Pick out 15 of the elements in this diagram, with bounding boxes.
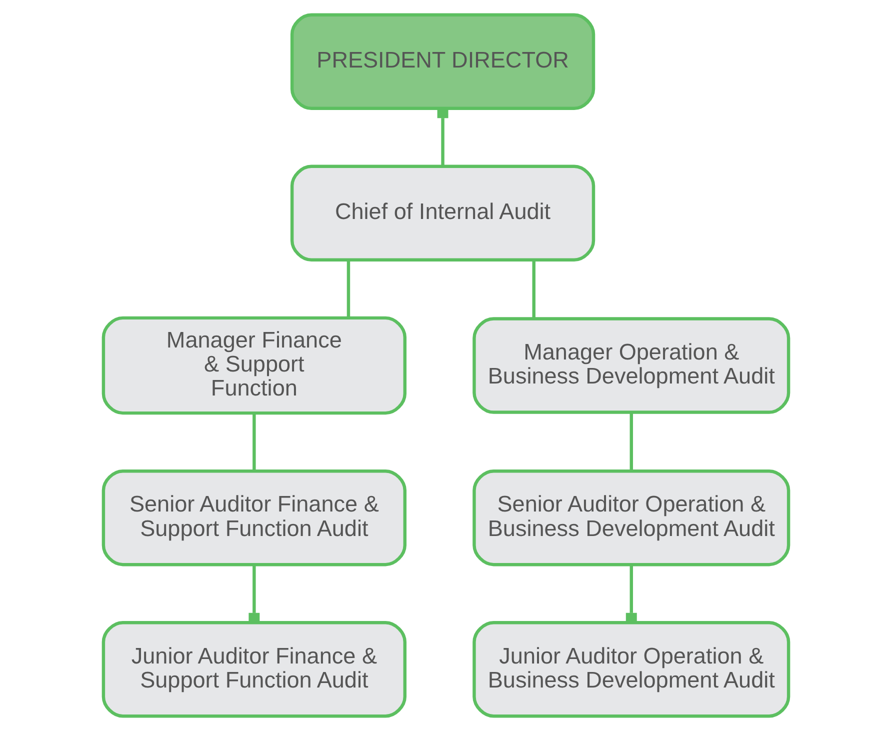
connector: [532, 260, 536, 318]
node-box: Manager Operation & Business Development Audit: [472, 317, 790, 414]
connector: [626, 564, 637, 624]
node-box: Senior Auditor Operation & Business Development Audit: [472, 469, 790, 566]
node-box: Manager Finance & Support Function: [102, 316, 406, 415]
connector: [346, 260, 350, 318]
connector: [252, 413, 256, 471]
connector: [437, 107, 448, 166]
node-box: PRESIDENT DIRECTOR: [290, 13, 596, 110]
node-box: Chief of Internal Audit: [290, 164, 596, 262]
connector: [630, 412, 633, 471]
node-box: Junior Auditor Finance & Support Function Audit: [102, 621, 406, 718]
node-box: Junior Auditor Operation & Business Development Audit: [472, 621, 790, 718]
node-box: Senior Auditor Finance & Support Function Audit: [102, 469, 406, 566]
connector: [248, 564, 260, 624]
